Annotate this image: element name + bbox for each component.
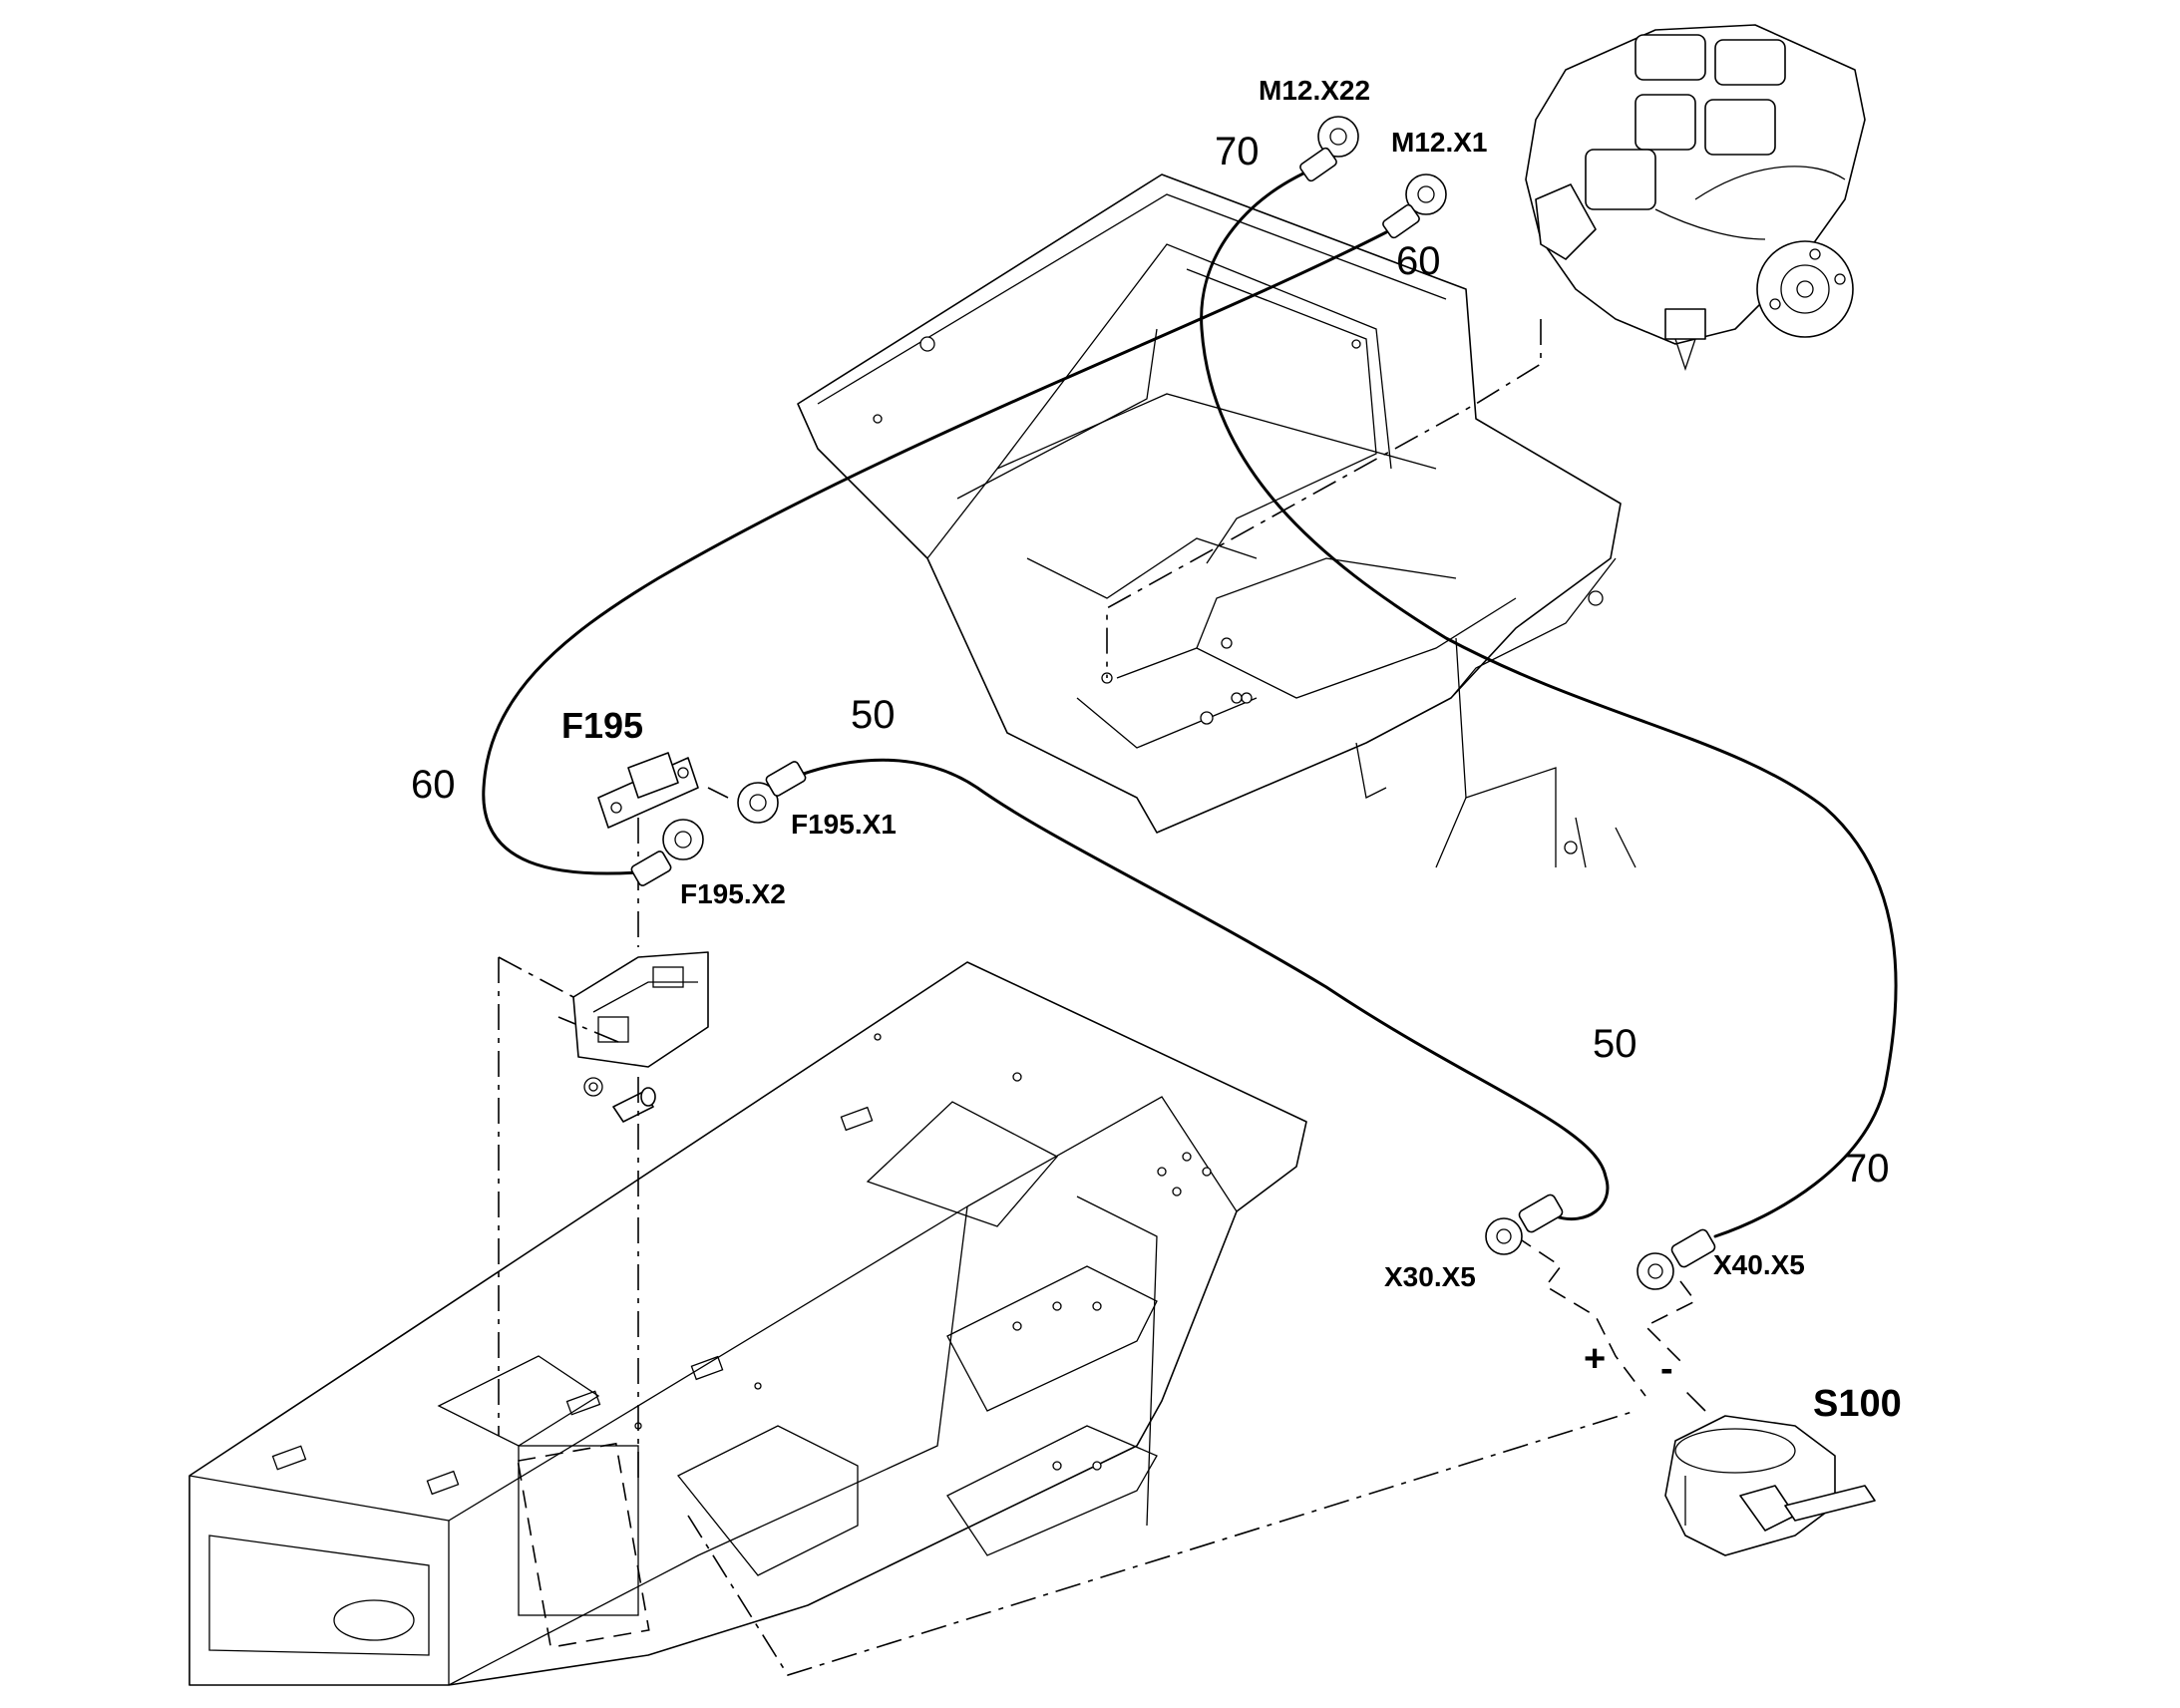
fuse-holder-block [572, 951, 709, 1123]
label-f195: F195 [561, 705, 643, 746]
hydraulic-valve-block [1525, 24, 1866, 372]
label-x30-x5: X30.X5 [1384, 1261, 1476, 1292]
label-s100: S100 [1813, 1383, 1902, 1425]
wires [482, 166, 1898, 1238]
lug-x30-x5 [1485, 1194, 1564, 1255]
length-60-top: 60 [1396, 239, 1441, 283]
length-50-right: 50 [1593, 1022, 1637, 1066]
lug-m12-x22 [1299, 116, 1359, 182]
length-70-top: 70 [1215, 130, 1260, 173]
label-x40-x5: X40.X5 [1713, 1249, 1805, 1280]
label-plus: + [1584, 1338, 1606, 1380]
wire-50 [796, 758, 1610, 1221]
length-60-left: 60 [411, 763, 456, 807]
connection-lines [498, 319, 1706, 1676]
mount-location-box [517, 1442, 650, 1649]
length-50-top: 50 [851, 693, 896, 737]
label-m12-x1: M12.X1 [1391, 127, 1488, 158]
label-minus: - [1660, 1348, 1673, 1390]
length-70-right: 70 [1845, 1147, 1890, 1191]
lug-m12-x1 [1382, 173, 1447, 239]
lug-x40-x5 [1636, 1228, 1716, 1290]
label-f195-x1: F195.X1 [791, 809, 897, 840]
lug-f195-x1 [737, 761, 807, 824]
wire-70 [1200, 166, 1898, 1238]
label-f195-x2: F195.X2 [680, 878, 786, 909]
fuse-f195 [597, 752, 699, 829]
lug-f195-x2 [630, 819, 704, 886]
label-m12-x22: M12.X22 [1259, 75, 1370, 106]
battery-switch-s100 [1664, 1415, 1876, 1556]
lower-frame [188, 961, 1307, 1686]
wire-60 [482, 230, 1388, 875]
